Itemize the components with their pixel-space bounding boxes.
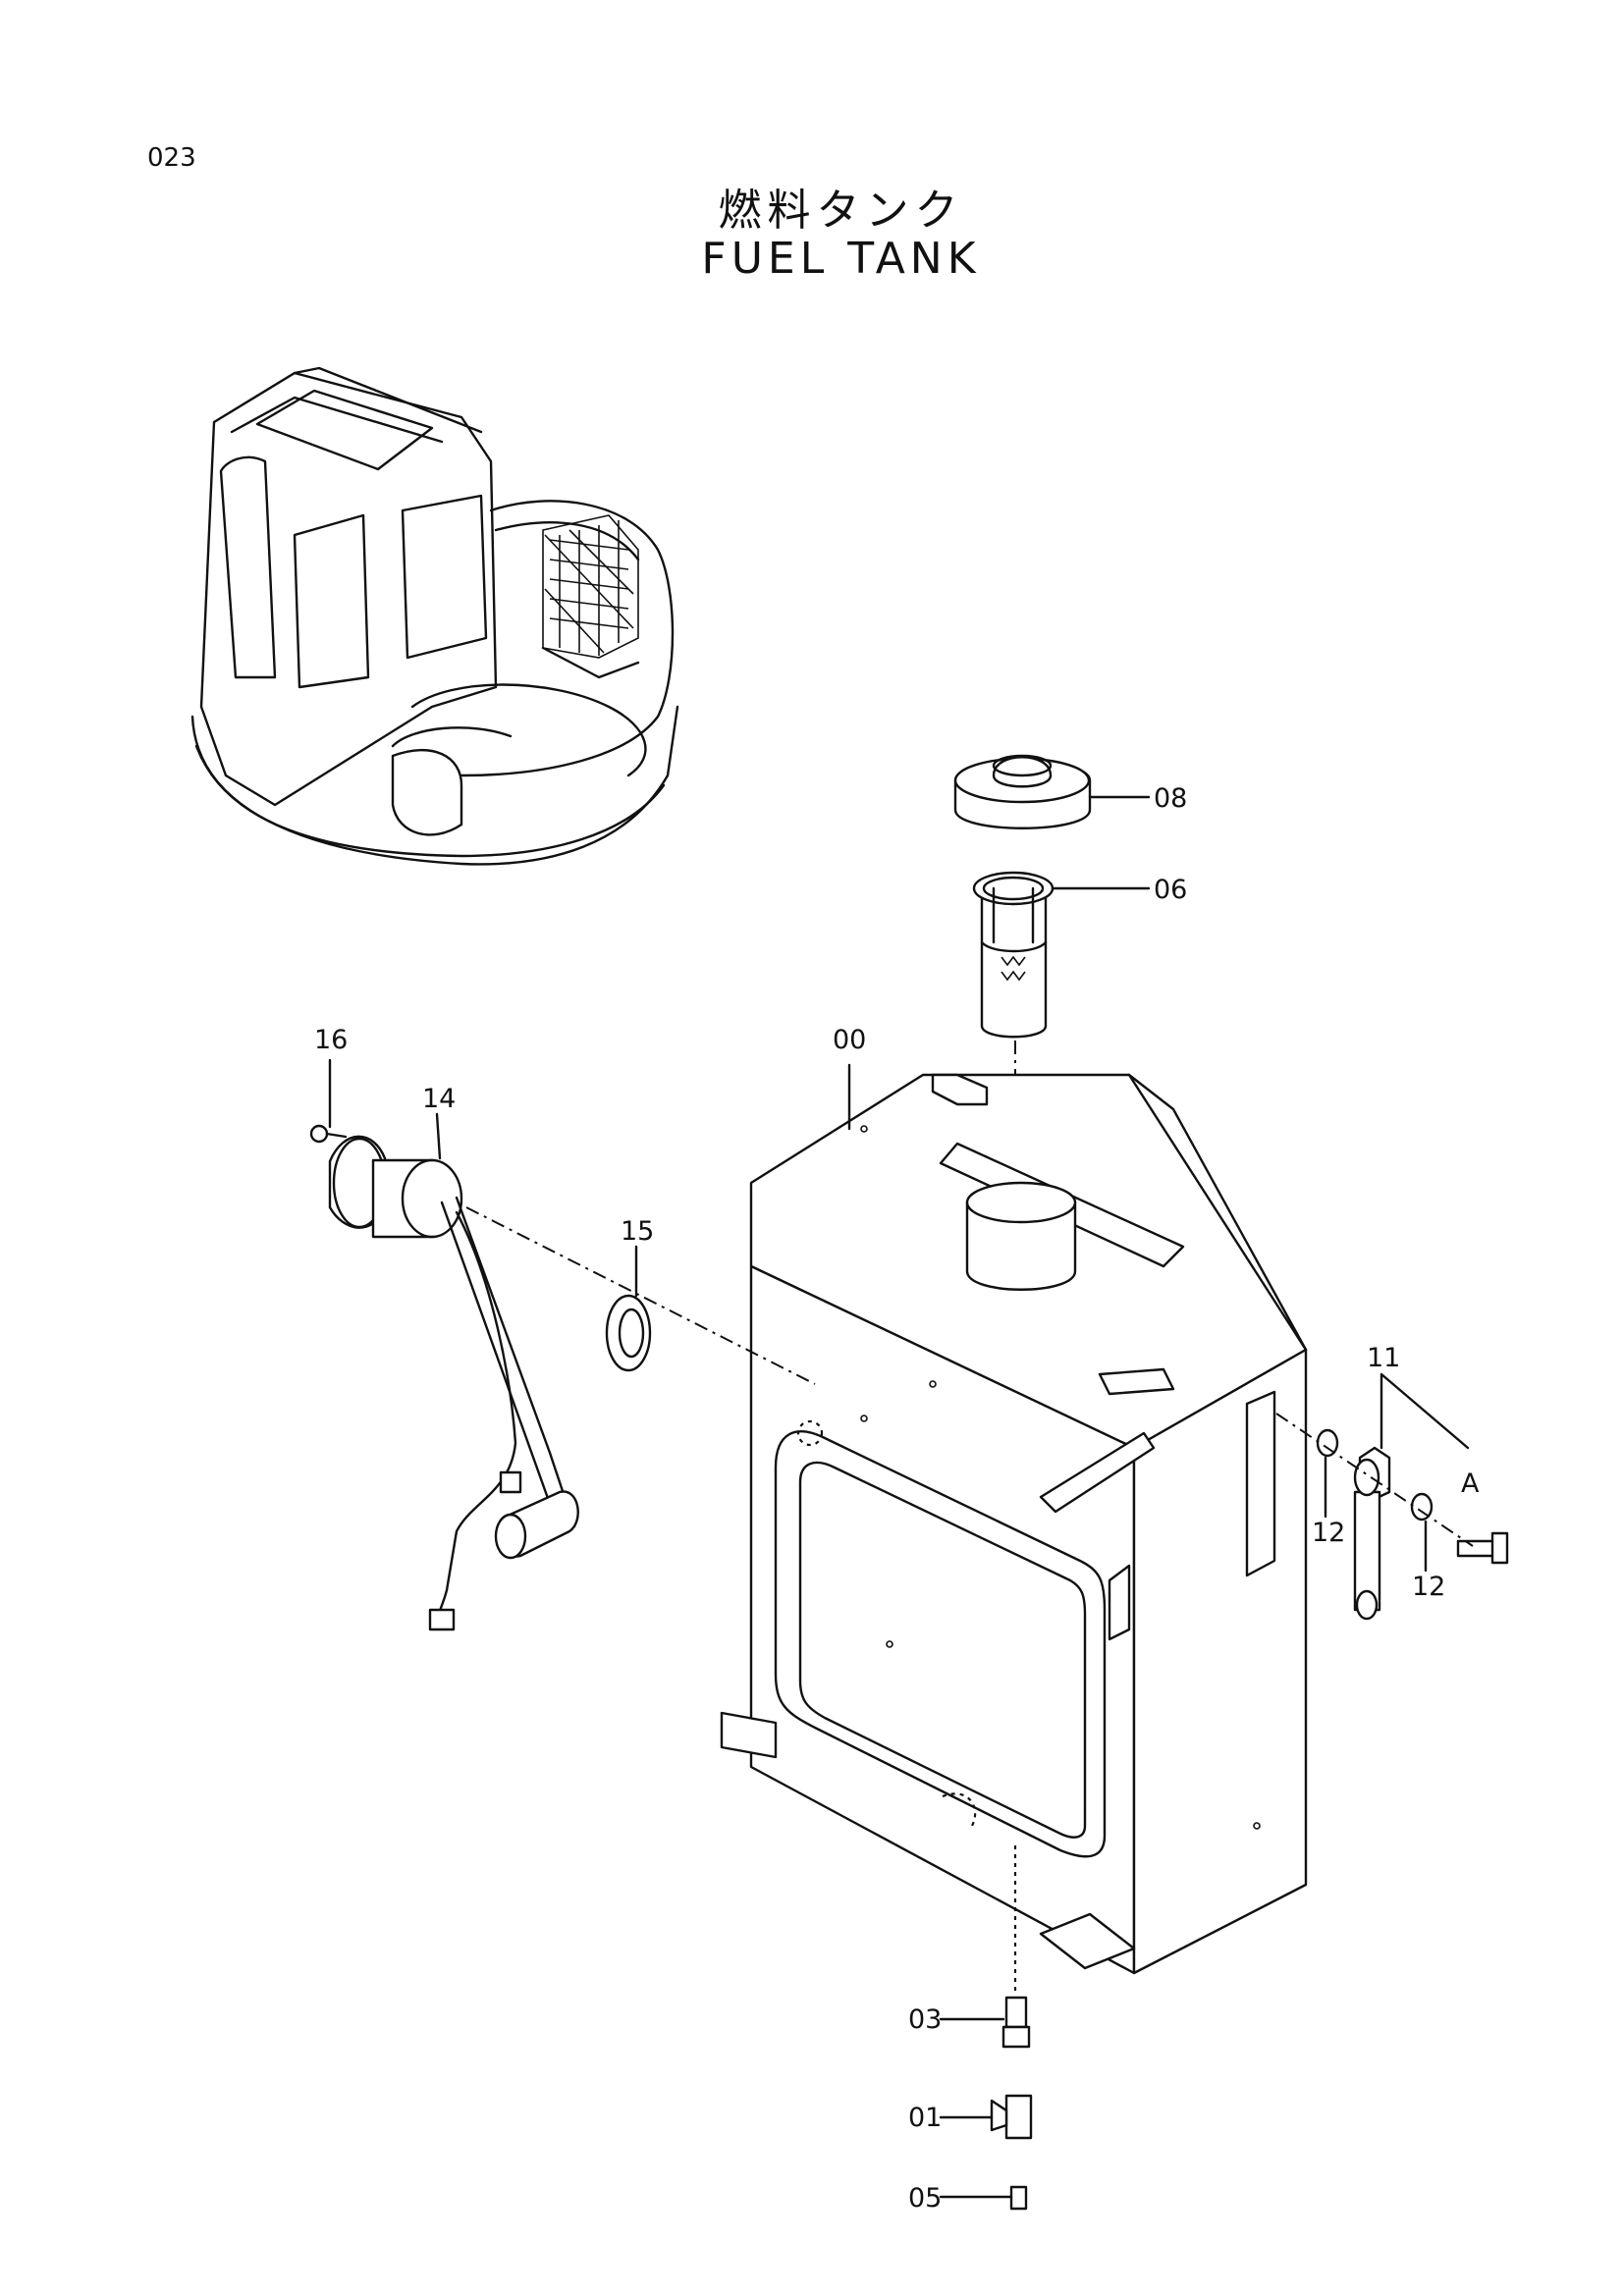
fuel-tank-body (720, 1073, 1308, 1975)
washer-part (1316, 1428, 1434, 1522)
page-number: 023 (147, 143, 196, 173)
bolt-a-part (1456, 1531, 1509, 1565)
page-title-english: FUEL TANK (701, 234, 981, 284)
callout-16: 16 (314, 1025, 348, 1055)
bolt-16-part (309, 1124, 348, 1144)
callout-08: 08 (1154, 783, 1187, 814)
callout-14: 14 (422, 1084, 456, 1114)
callout-a: A (1461, 1468, 1480, 1499)
filler-strainer-part (972, 871, 1055, 1039)
filler-cap-part (953, 754, 1092, 829)
drain-plug-part (1001, 1996, 1031, 2049)
bracket-clamp-part (1353, 1446, 1391, 1621)
callout-05: 05 (908, 2183, 942, 2214)
callout-15: 15 (621, 1216, 654, 1247)
drain-plug-small-part (1009, 2185, 1028, 2211)
callout-leaders (328, 795, 1470, 2199)
callout-06: 06 (1154, 875, 1187, 905)
page-title-japanese: 燃料タンク (718, 186, 964, 236)
drain-valve-part (990, 2094, 1033, 2140)
excavator-overview-illustration (190, 366, 679, 866)
gasket-part (605, 1294, 652, 1372)
callout-12-left: 12 (1312, 1518, 1345, 1548)
callout-12-right: 12 (1412, 1572, 1445, 1602)
callout-01: 01 (908, 2103, 942, 2133)
callout-00: 00 (833, 1025, 866, 1055)
callout-03: 03 (908, 2004, 942, 2035)
fuel-level-sender-part (328, 1135, 579, 1631)
callout-11: 11 (1367, 1343, 1400, 1373)
